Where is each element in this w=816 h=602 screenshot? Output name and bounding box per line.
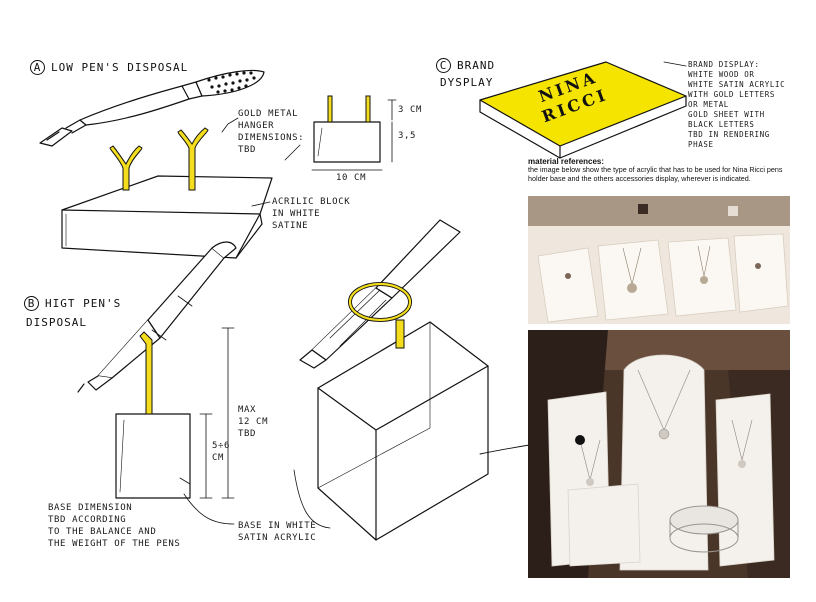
section-a-label: Low pen's disposal (51, 61, 189, 74)
note-base-white: Base in white satin acrylic (238, 520, 316, 544)
note-base-3: to the balance and (48, 527, 157, 537)
photo-marker-dot (575, 435, 585, 445)
note-brand-display: Brand display: white wood or white satin… (688, 60, 785, 150)
note-acrylic-1: Acrilic block (272, 197, 351, 207)
note-brand-1: Brand display: (688, 60, 760, 69)
note-base-2: TBD according (48, 515, 127, 525)
note-brand-3: white satin acrylic (688, 80, 786, 89)
section-a-letter: A (30, 60, 45, 75)
reference-photo-1-art (528, 196, 790, 324)
note-brand-5: or metal (688, 100, 729, 109)
note-max-3: TBD (238, 429, 257, 439)
brand-box-sketch (479, 61, 687, 159)
material-references-heading: material references: (528, 157, 605, 166)
note-base-white-1: Base in white (238, 521, 317, 531)
note-height-side: 5÷6 cm (212, 440, 230, 464)
note-brand-4: with gold letters (688, 90, 775, 99)
hanger-elevation-a (311, 99, 397, 171)
reference-photo-2 (528, 330, 790, 578)
section-b-title: B Higt pen's (24, 296, 121, 311)
reference-photo-1 (528, 196, 790, 324)
note-base-4: the weight of the pens (48, 539, 181, 549)
material-references: material references: the image below sho… (528, 157, 790, 183)
section-b-letter: B (24, 296, 39, 311)
note-base-1: Base dimension (48, 503, 133, 513)
note-dim-35: 3,5 (398, 131, 417, 141)
note-gold-hanger: Gold metal hanger dimensions: TBD (238, 108, 304, 156)
section-c-letter: C (436, 58, 451, 73)
note-brand-6: gold sheet with (688, 110, 765, 119)
section-c-label-1: Brand (457, 59, 496, 72)
section-b-label-2: disposal (26, 316, 87, 329)
note-max-2: 12 cm (238, 417, 269, 427)
gold-ring-hanger (348, 282, 412, 349)
ballpoint-pen-sketch (77, 241, 237, 393)
pen-closeup-sketch (299, 219, 461, 369)
reference-photo-2-art (528, 330, 790, 578)
fountain-pen-sketch (39, 69, 265, 147)
note-max-height: Max 12 cm TBD (238, 404, 268, 440)
note-gold-hanger-1: Gold metal (238, 109, 299, 119)
note-max-1: Max (238, 405, 257, 415)
note-dim-3cm: 3 cm (398, 105, 423, 115)
note-brand-7: black letters (688, 120, 755, 129)
gold-hangers (109, 95, 371, 415)
acrylic-block-b (115, 413, 191, 499)
note-acrylic-3: satine (272, 221, 309, 231)
section-c-title: C Brand (436, 58, 495, 73)
note-height-1: 5÷6 (212, 441, 231, 451)
note-gold-hanger-3: dimensions: (238, 133, 305, 143)
note-brand-8: TBD in rendering (688, 130, 770, 139)
material-references-body: the image below show the type of acrylic… (528, 165, 783, 183)
note-brand-2: white wood or (688, 70, 755, 79)
section-c-label-2: dysplay (440, 76, 494, 89)
note-dim-10cm: 10 cm (336, 173, 367, 183)
note-gold-hanger-2: hanger (238, 121, 275, 131)
note-acrylic-block: Acrilic block in white satine (272, 196, 350, 232)
acrylic-block-center (317, 321, 489, 541)
section-b-label-1: Higt pen's (45, 297, 122, 310)
acrylic-block-a (61, 175, 273, 259)
note-base-white-2: satin acrylic (238, 533, 317, 543)
note-base-dimension: Base dimension TBD according to the bala… (48, 502, 180, 550)
note-brand-9: phase (688, 140, 714, 149)
note-height-2: cm (212, 453, 225, 463)
note-acrylic-2: in white (272, 209, 321, 219)
note-gold-hanger-4: TBD (238, 145, 257, 155)
section-a-title: A Low pen's disposal (30, 60, 188, 75)
